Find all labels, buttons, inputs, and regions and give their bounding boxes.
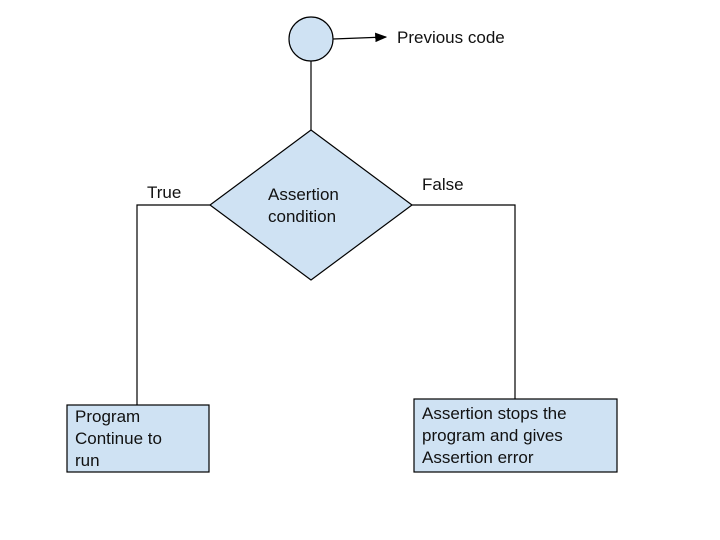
false-branch-connector (412, 204, 516, 399)
true-result-line-3: run (75, 451, 100, 470)
true-result-line-1: Program (75, 407, 141, 426)
decision-text-line-1: Assertion (268, 185, 339, 204)
decision-text-line-2: condition (268, 207, 337, 226)
true-result-line-2: Continue to (75, 429, 162, 448)
true-branch-label: True (147, 183, 182, 202)
false-branch-label: False (422, 175, 464, 194)
decision-diamond (208, 129, 414, 281)
false-result-line-3: Assertion error (422, 448, 534, 467)
false-result-text: Assertion stops the program and gives As… (422, 403, 567, 469)
previous-code-arrow (332, 32, 388, 43)
previous-code-label: Previous code (397, 28, 505, 47)
false-result-line-2: program and gives (422, 426, 563, 445)
decision-text: Assertion condition (268, 184, 339, 228)
true-result-text: Program Continue to run (75, 406, 162, 472)
true-result-box (66, 404, 210, 473)
start-node (288, 16, 334, 62)
false-result-box (413, 398, 618, 473)
false-result-line-1: Assertion stops the (422, 404, 567, 423)
true-branch-connector (136, 204, 210, 405)
